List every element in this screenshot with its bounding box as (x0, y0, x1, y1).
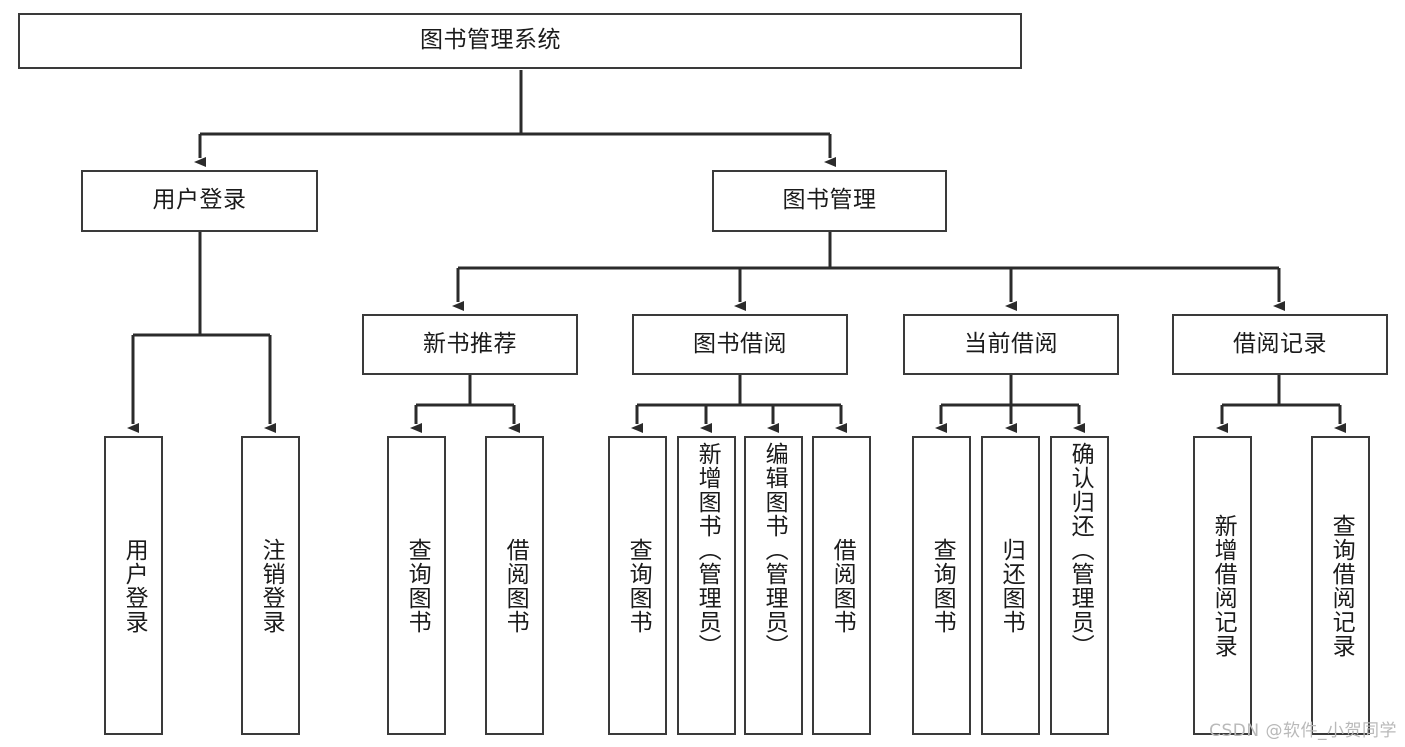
leaf-new-book-query-label: 查询图书 (404, 537, 431, 634)
leaf-new-book-borrow[interactable]: 借阅图书 (485, 436, 544, 735)
leaf-current-borrow-query[interactable]: 查询图书 (912, 436, 971, 735)
leaf-current-borrow-return-label: 归还图书 (998, 537, 1025, 634)
leaf-new-book-borrow-label: 借阅图书 (502, 537, 529, 634)
leaf-current-borrow-confirm[interactable]: 确认归还（管理员） (1050, 436, 1109, 735)
node-root-system[interactable]: 图书管理系统 (18, 13, 1022, 69)
csdn-watermark: CSDN @软件_小贺同学 (1209, 721, 1397, 741)
node-user-login-label: 用户登录 (152, 187, 247, 214)
leaf-user-login-signout[interactable]: 注销登录 (241, 436, 300, 735)
leaf-borrow-record-add[interactable]: 新增借阅记录 (1193, 436, 1252, 735)
node-current-borrow[interactable]: 当前借阅 (903, 314, 1119, 375)
leaf-book-borrow-query[interactable]: 查询图书 (608, 436, 667, 735)
leaf-current-borrow-confirm-label: 确认归还（管理员） (1067, 442, 1094, 658)
leaf-current-borrow-return[interactable]: 归还图书 (981, 436, 1040, 735)
node-book-borrow-label: 图书借阅 (693, 330, 787, 357)
leaf-book-borrow-add-label: 新增图书（管理员） (694, 442, 721, 658)
leaf-current-borrow-query-label: 查询图书 (929, 537, 956, 634)
node-book-borrow[interactable]: 图书借阅 (632, 314, 848, 375)
leaf-book-borrow-query-label: 查询图书 (625, 537, 652, 634)
leaf-borrow-record-query-label: 查询借阅记录 (1328, 513, 1355, 658)
leaf-book-borrow-add[interactable]: 新增图书（管理员） (677, 436, 736, 735)
node-user-login[interactable]: 用户登录 (81, 170, 318, 232)
node-borrow-record-label: 借阅记录 (1233, 330, 1327, 357)
node-root-system-label: 图书管理系统 (420, 27, 561, 54)
leaf-book-borrow-borrow-label: 借阅图书 (829, 537, 856, 634)
leaf-book-borrow-edit-label: 编辑图书（管理员） (761, 442, 788, 658)
leaf-borrow-record-add-label: 新增借阅记录 (1210, 513, 1237, 658)
leaf-user-login-signout-label: 注销登录 (258, 537, 285, 634)
node-book-management[interactable]: 图书管理 (712, 170, 947, 232)
leaf-book-borrow-edit[interactable]: 编辑图书（管理员） (744, 436, 803, 735)
leaf-book-borrow-borrow[interactable]: 借阅图书 (812, 436, 871, 735)
node-new-book-recommend[interactable]: 新书推荐 (362, 314, 578, 375)
leaf-new-book-query[interactable]: 查询图书 (387, 436, 446, 735)
leaf-borrow-record-query[interactable]: 查询借阅记录 (1311, 436, 1370, 735)
node-book-management-label: 图书管理 (782, 187, 877, 214)
node-current-borrow-label: 当前借阅 (964, 330, 1058, 357)
node-new-book-recommend-label: 新书推荐 (423, 330, 517, 357)
node-borrow-record[interactable]: 借阅记录 (1172, 314, 1388, 375)
leaf-user-login-signin[interactable]: 用户登录 (104, 436, 163, 735)
leaf-user-login-signin-label: 用户登录 (121, 537, 148, 634)
